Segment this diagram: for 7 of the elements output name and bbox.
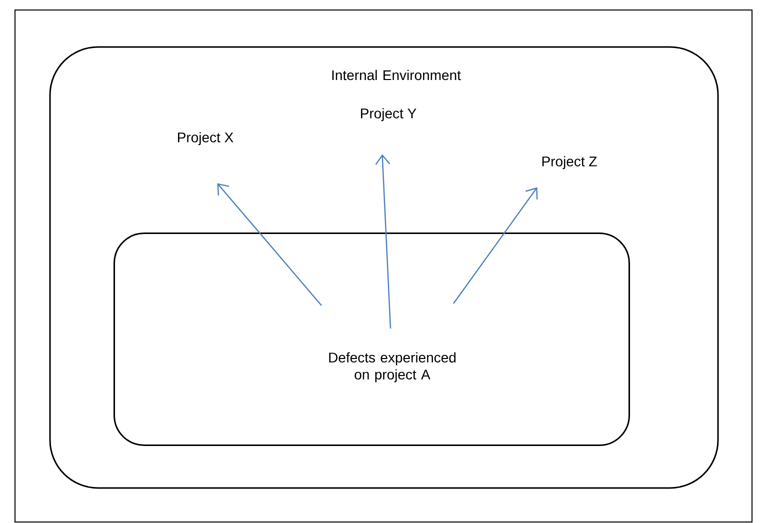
project-label: Project Z: [542, 156, 597, 170]
project-label: Project Y: [361, 108, 416, 122]
arrow: [217, 183, 322, 306]
defects-box: Defects experienced on project A: [114, 232, 630, 446]
arrow: [375, 154, 392, 329]
arrow: [453, 187, 538, 304]
project-label: Project X: [178, 132, 234, 146]
